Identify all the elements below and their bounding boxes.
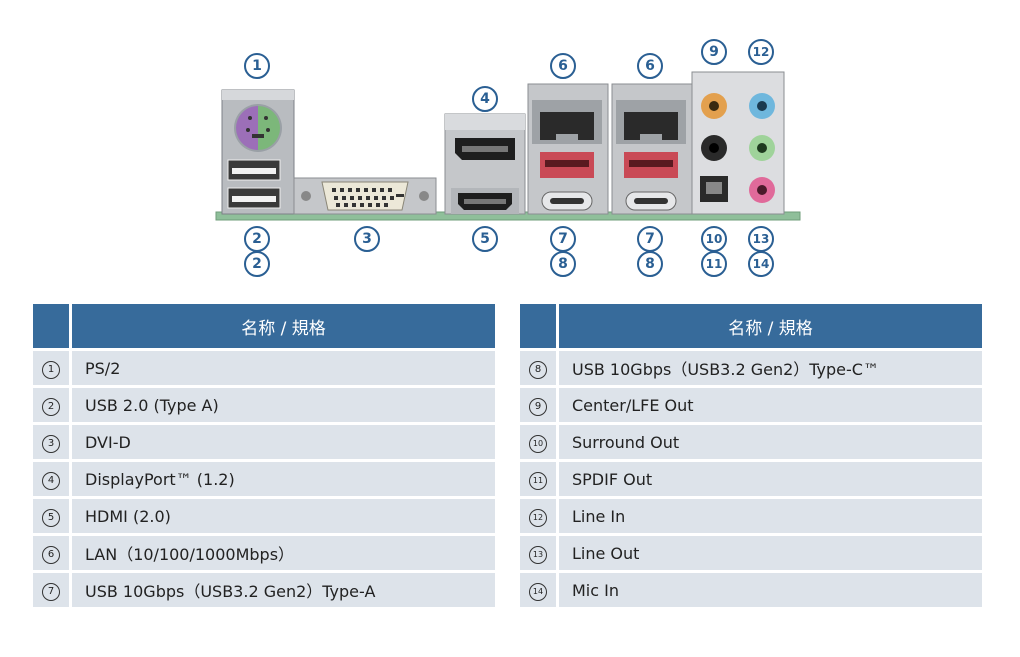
table-header-row: 名称 / 規格 bbox=[520, 304, 982, 348]
row-number: 5 bbox=[42, 509, 60, 527]
header-number-cell bbox=[33, 304, 72, 348]
row-name: Surround Out bbox=[559, 425, 982, 459]
displayport-hdmi-stack bbox=[444, 113, 526, 215]
callout-10: 10 bbox=[701, 226, 727, 252]
audio-jack-block bbox=[691, 71, 785, 215]
row-number: 9 bbox=[529, 398, 547, 416]
table-row: 3 DVI-D bbox=[33, 425, 495, 459]
row-name: HDMI (2.0) bbox=[72, 499, 495, 533]
row-name: Line In bbox=[559, 499, 982, 533]
row-name: Line Out bbox=[559, 536, 982, 570]
callout-6a: 6 bbox=[550, 53, 576, 79]
callout-1: 1 bbox=[244, 53, 270, 79]
callout-6b: 6 bbox=[637, 53, 663, 79]
callout-8b: 8 bbox=[637, 251, 663, 277]
table-row: 5 HDMI (2.0) bbox=[33, 499, 495, 533]
lan-usb-stack-2 bbox=[611, 83, 693, 215]
row-number: 10 bbox=[529, 435, 547, 453]
table-row: 13 Line Out bbox=[520, 536, 982, 570]
io-panel-image bbox=[215, 71, 801, 221]
row-number: 14 bbox=[529, 583, 547, 601]
row-number: 13 bbox=[529, 546, 547, 564]
row-number: 2 bbox=[42, 398, 60, 416]
ps2-usb-stack-port bbox=[221, 89, 295, 215]
table-row: 12 Line In bbox=[520, 499, 982, 533]
row-number: 11 bbox=[529, 472, 547, 490]
row-number: 4 bbox=[42, 472, 60, 490]
row-number: 7 bbox=[42, 583, 60, 601]
callout-14: 14 bbox=[748, 251, 774, 277]
spec-table-right: 名称 / 規格 8 USB 10Gbps（USB3.2 Gen2）Type-C™… bbox=[520, 301, 982, 610]
callout-8a: 8 bbox=[550, 251, 576, 277]
row-name: DVI-D bbox=[72, 425, 495, 459]
callout-11: 11 bbox=[701, 251, 727, 277]
header-name-cell: 名称 / 規格 bbox=[72, 304, 495, 348]
table-row: 4 DisplayPort™ (1.2) bbox=[33, 462, 495, 496]
callout-5: 5 bbox=[472, 226, 498, 252]
callout-13: 13 bbox=[748, 226, 774, 252]
table-row: 2 USB 2.0 (Type A) bbox=[33, 388, 495, 422]
row-name: USB 2.0 (Type A) bbox=[72, 388, 495, 422]
header-name-cell: 名称 / 規格 bbox=[559, 304, 982, 348]
row-name: USB 10Gbps（USB3.2 Gen2）Type-C™ bbox=[559, 351, 982, 385]
row-number: 12 bbox=[529, 509, 547, 527]
table-row: 9 Center/LFE Out bbox=[520, 388, 982, 422]
row-name: PS/2 bbox=[72, 351, 495, 385]
table-row: 10 Surround Out bbox=[520, 425, 982, 459]
row-name: USB 10Gbps（USB3.2 Gen2）Type-A bbox=[72, 573, 495, 607]
callout-7b: 7 bbox=[637, 226, 663, 252]
row-number: 3 bbox=[42, 435, 60, 453]
row-name: Mic In bbox=[559, 573, 982, 607]
row-number: 6 bbox=[42, 546, 60, 564]
callout-12: 12 bbox=[748, 39, 774, 65]
row-name: DisplayPort™ (1.2) bbox=[72, 462, 495, 496]
table-row: 14 Mic In bbox=[520, 573, 982, 607]
row-name: LAN（10/100/1000Mbps） bbox=[72, 536, 495, 570]
table-row: 8 USB 10Gbps（USB3.2 Gen2）Type-C™ bbox=[520, 351, 982, 385]
callout-2a: 2 bbox=[244, 226, 270, 252]
callout-4: 4 bbox=[472, 86, 498, 112]
table-row: 7 USB 10Gbps（USB3.2 Gen2）Type-A bbox=[33, 573, 495, 607]
table-row: 6 LAN（10/100/1000Mbps） bbox=[33, 536, 495, 570]
table-header-row: 名称 / 規格 bbox=[33, 304, 495, 348]
dvi-port bbox=[293, 177, 437, 215]
callout-9: 9 bbox=[701, 39, 727, 65]
callout-3: 3 bbox=[354, 226, 380, 252]
header-number-cell bbox=[520, 304, 559, 348]
table-row: 11 SPDIF Out bbox=[520, 462, 982, 496]
row-name: SPDIF Out bbox=[559, 462, 982, 496]
row-number: 8 bbox=[529, 361, 547, 379]
callout-7a: 7 bbox=[550, 226, 576, 252]
table-row: 1 PS/2 bbox=[33, 351, 495, 385]
callout-2b: 2 bbox=[244, 251, 270, 277]
spec-table-left: 名称 / 規格 1 PS/2 2 USB 2.0 (Type A) 3 DVI-… bbox=[33, 301, 495, 610]
row-name: Center/LFE Out bbox=[559, 388, 982, 422]
row-number: 1 bbox=[42, 361, 60, 379]
io-panel-illustration: 1 2 2 3 4 5 6 6 7 8 7 8 9 12 10 11 13 14 bbox=[0, 0, 1020, 290]
lan-usb-stack-1 bbox=[527, 83, 609, 215]
